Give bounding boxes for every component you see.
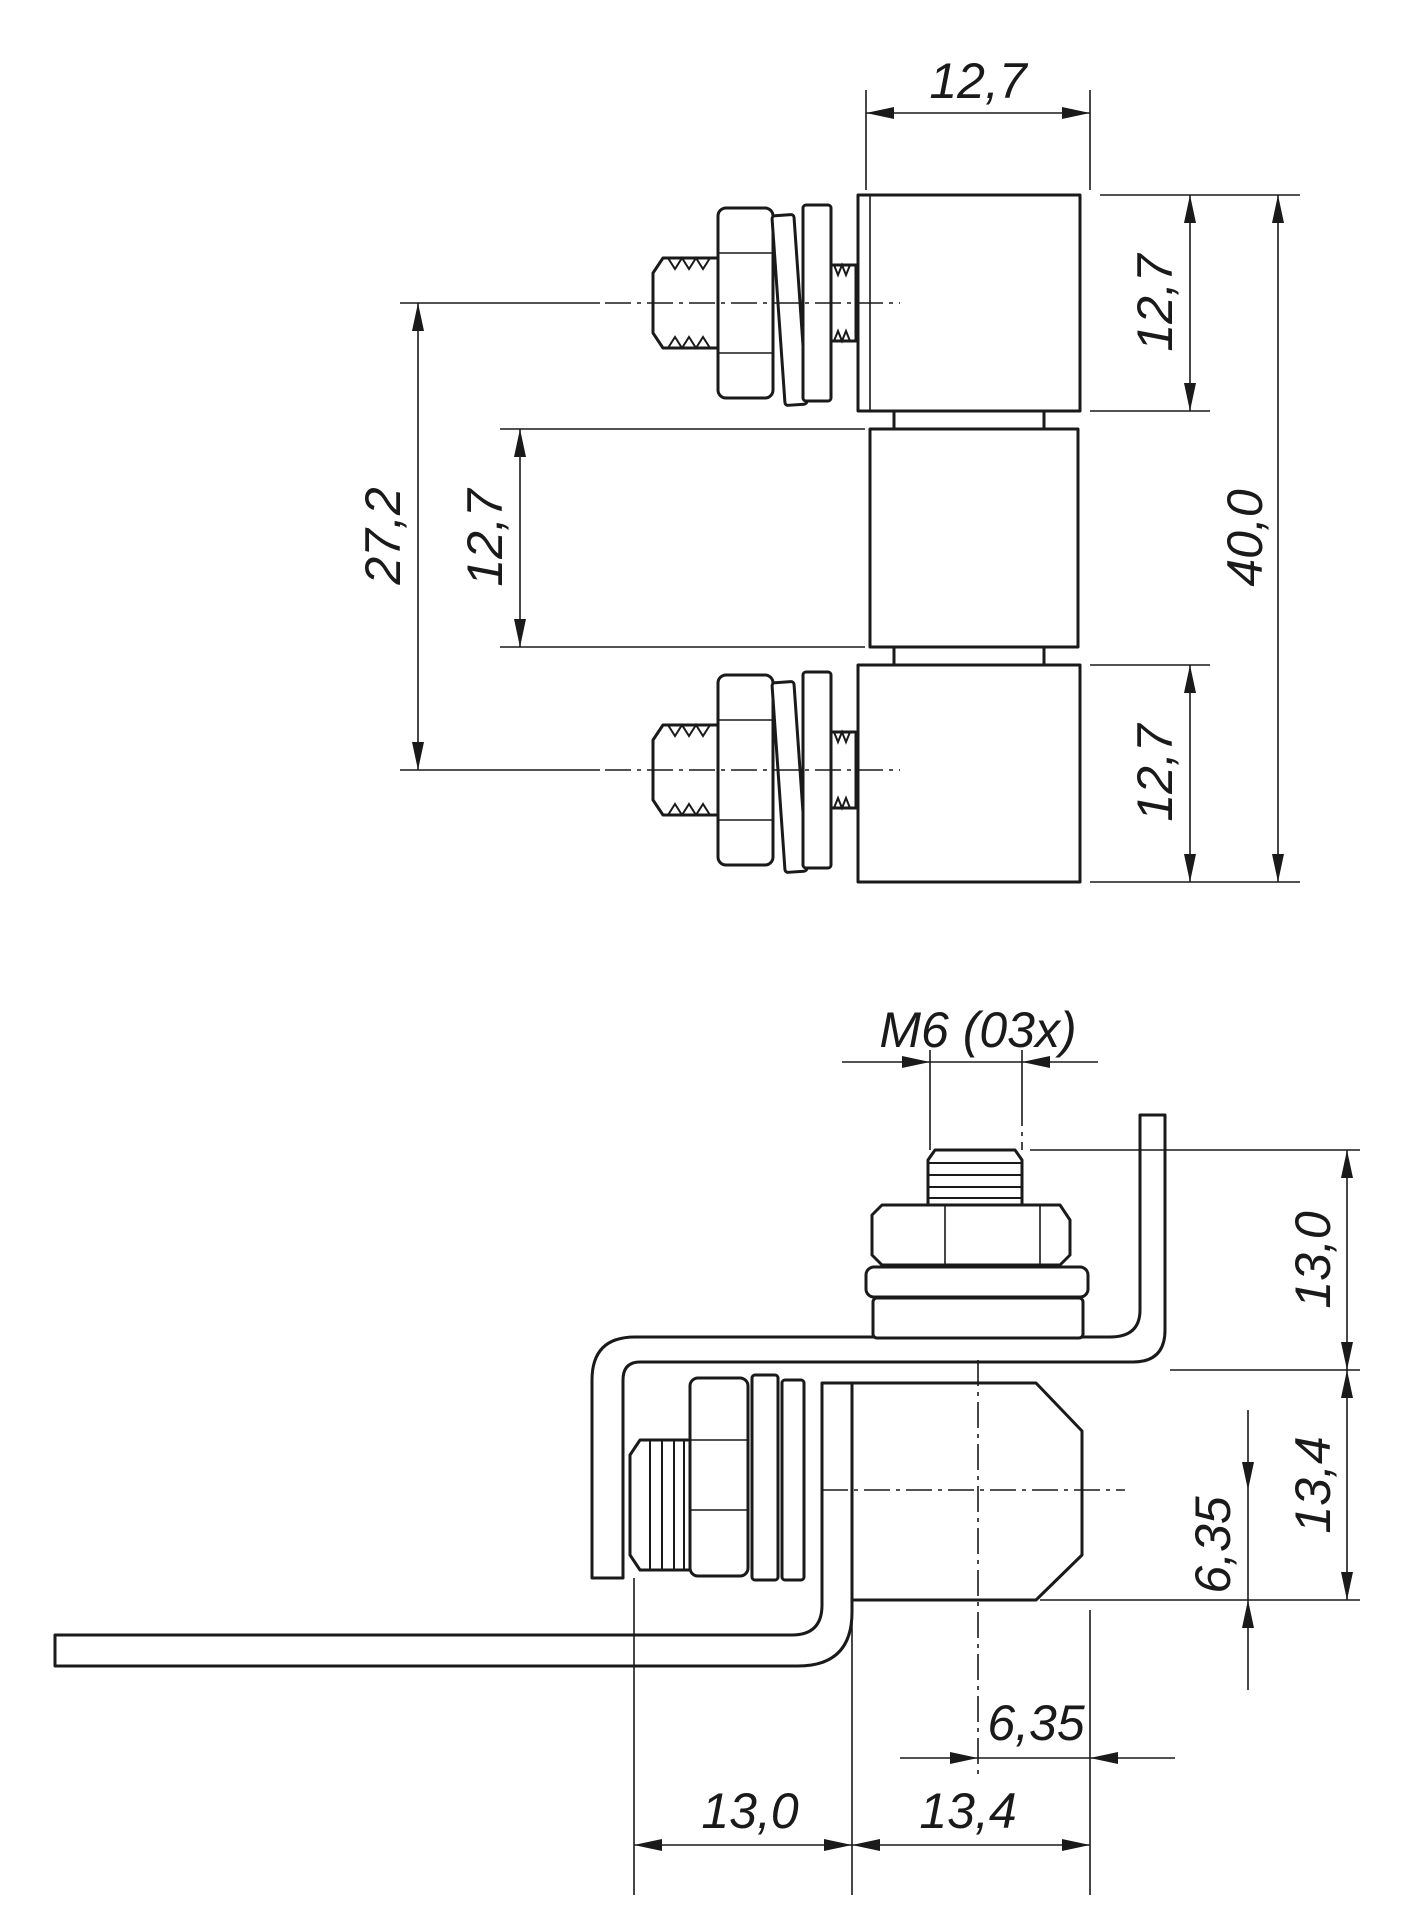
knuckle-top — [856, 193, 1082, 413]
dim-overall-height: 40,0 — [1217, 489, 1273, 587]
side-view: M6 (03x) 13,0 13,4 6,35 6,35 13,0 — [53, 1002, 1360, 1895]
hinge-leaf-upper — [590, 1113, 1167, 1580]
hinge-pin-link-upper — [892, 409, 1046, 431]
hinge-pin-link-lower — [892, 645, 1046, 667]
bolt-assembly-lower — [651, 670, 858, 875]
stud-assembly-top — [864, 1148, 1090, 1340]
dim-axis-offset-vertical: 6,35 — [1185, 1496, 1241, 1594]
dim-knuckle-bottom: 12,7 — [1127, 722, 1183, 822]
dim-stud-height: 13,0 — [1285, 1211, 1341, 1309]
knuckle-side — [850, 1381, 1084, 1602]
dim-knuckle-height: 13,4 — [1285, 1436, 1341, 1533]
knuckle-bottom — [856, 663, 1082, 884]
dim-top-width: 12,7 — [929, 53, 1029, 109]
bolt-assembly-upper — [651, 203, 858, 408]
dim-middle-span: 12,7 — [457, 487, 513, 587]
dim-plate-offset: 13,0 — [701, 1783, 799, 1839]
knuckle-middle — [868, 427, 1080, 649]
dim-knuckle-width: 13,4 — [919, 1783, 1016, 1839]
dim-bolt-spacing: 27,2 — [355, 487, 411, 586]
dim-thread-size: M6 (03x) — [879, 1002, 1076, 1058]
bolt-assembly-side — [628, 1373, 806, 1582]
dim-knuckle-top: 12,7 — [1127, 252, 1183, 352]
dim-axis-offset-horizontal: 6,35 — [987, 1695, 1085, 1751]
top-view: 12,7 12,7 12,7 40,0 12,7 27,2 — [355, 53, 1300, 884]
